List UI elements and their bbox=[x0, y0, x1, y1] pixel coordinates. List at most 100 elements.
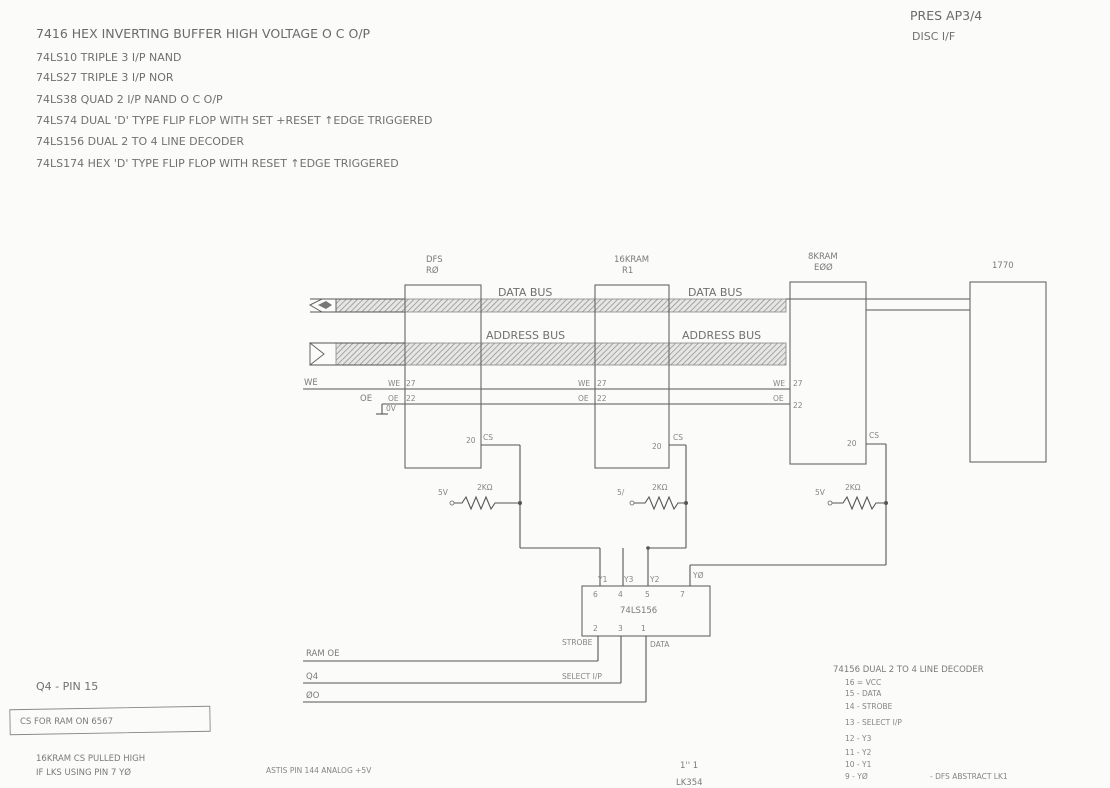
legend-item: 12 - Y3 bbox=[845, 734, 872, 743]
chip-16kram: 16KRAM R1 WE 27 OE 22 20 CS bbox=[578, 255, 683, 469]
astis-note: ASTIS PIN 144 ANALOG +5V bbox=[266, 766, 372, 775]
resistor-icon bbox=[454, 495, 518, 511]
header-notes: 7416 HEX INVERTING BUFFER HIGH VOLTAGE O… bbox=[36, 26, 432, 170]
resistor-label: 2KΩ bbox=[652, 483, 668, 492]
chip-id: EØØ bbox=[814, 262, 833, 273]
legend-item: 10 - Y1 bbox=[845, 760, 872, 769]
oe-label: OE bbox=[360, 394, 372, 404]
pin-label-oe: OE bbox=[388, 394, 399, 403]
terminal-icon bbox=[449, 500, 455, 506]
pin-number: 27 bbox=[406, 379, 416, 388]
pin-label-we: WE bbox=[773, 379, 785, 388]
output-label: Y1 bbox=[597, 575, 608, 584]
chip-1770-body bbox=[969, 281, 1047, 463]
chip-dfs-body bbox=[404, 284, 482, 469]
pin-label-oe: OE bbox=[578, 394, 589, 403]
phi0-label: ØO bbox=[306, 690, 320, 701]
pin-number: 22 bbox=[597, 394, 607, 403]
pin-number: 20 bbox=[466, 436, 476, 445]
legend-item: 16 = VCC bbox=[845, 678, 881, 687]
pin-label-oe: OE bbox=[773, 394, 784, 403]
chip-name: DFS bbox=[426, 255, 443, 265]
output-label: Y3 bbox=[623, 575, 634, 584]
chip-name: 8KRAM bbox=[808, 252, 838, 262]
q4-pin-note: Q4 - PIN 15 bbox=[36, 680, 98, 693]
pin-number: 5 bbox=[645, 590, 650, 599]
data-label: DATA bbox=[650, 640, 670, 649]
header-note: 74LS10 TRIPLE 3 I/P NAND bbox=[36, 51, 181, 64]
pin-number: 20 bbox=[847, 439, 857, 448]
legend-item: 14 - STROBE bbox=[845, 702, 893, 711]
legend-item: 11 - Y2 bbox=[845, 748, 872, 757]
chip-8kram: 8KRAM EØØ WE 27 OE 22 20 CS bbox=[773, 252, 879, 465]
header-note: 74LS156 DUAL 2 TO 4 LINE DECODER bbox=[36, 135, 244, 148]
supply-label: 5/ bbox=[617, 488, 625, 497]
address-bus: ADDRESS BUS ADDRESS BUS bbox=[309, 329, 787, 367]
output-label: YØ bbox=[692, 571, 704, 580]
pin-number: 3 bbox=[618, 624, 623, 633]
data-bus-label: DATA BUS bbox=[688, 286, 742, 299]
terminal-icon bbox=[827, 500, 833, 506]
select-label: SELECT I/P bbox=[562, 672, 602, 681]
data-bus: DATA BUS DATA BUS bbox=[308, 286, 970, 313]
pull-note: 16KRAM CS PULLED HIGH bbox=[36, 754, 145, 764]
terminal-icon bbox=[629, 500, 635, 506]
control-lines: WE OE 0V bbox=[303, 378, 790, 415]
resistor-label: 2KΩ bbox=[477, 483, 493, 492]
pin-number: 22 bbox=[793, 401, 803, 410]
cs-note: CS FOR RAM ON 6567 bbox=[20, 717, 113, 727]
bus-arrow-icon bbox=[309, 341, 325, 367]
supply-label: 5V bbox=[815, 488, 826, 497]
reference-mark: LK354 bbox=[676, 778, 703, 788]
pin-number: 20 bbox=[652, 442, 662, 451]
output-label: Y2 bbox=[649, 575, 660, 584]
pin-number: 6 bbox=[593, 590, 598, 599]
decoder-name: 74LS156 bbox=[620, 606, 657, 616]
pullup-resistor-3: 5V 2KΩ bbox=[815, 483, 888, 511]
pull-note: IF LKS USING PIN 7 YØ bbox=[36, 767, 131, 778]
address-bus-band bbox=[335, 342, 787, 366]
pin-number: 2 bbox=[593, 624, 598, 633]
supply-label: 5V bbox=[438, 488, 449, 497]
pin-number: 1 bbox=[641, 624, 646, 633]
reference-mark: 1'' 1 bbox=[680, 761, 698, 771]
data-bus-label: DATA BUS bbox=[498, 286, 552, 299]
pin-label-cs: CS bbox=[483, 433, 493, 442]
cs-note-box bbox=[9, 705, 211, 736]
legend-aside: - DFS ABSTRACT LK1 bbox=[930, 772, 1008, 781]
pullup-resistor-1: 5V 2KΩ bbox=[438, 483, 522, 511]
header-note: 74LS174 HEX 'D' TYPE FLIP FLOP WITH RESE… bbox=[36, 157, 399, 170]
pin-legend: 74156 DUAL 2 TO 4 LINE DECODER 16 = VCC … bbox=[833, 665, 1008, 781]
header-note: 74LS74 DUAL 'D' TYPE FLIP FLOP WITH SET … bbox=[36, 114, 432, 127]
resistor-icon bbox=[634, 495, 684, 511]
address-bus-label: ADDRESS BUS bbox=[486, 329, 565, 342]
pin-label-cs: CS bbox=[673, 433, 683, 442]
we-label: WE bbox=[304, 378, 318, 388]
legend-item: 15 - DATA bbox=[845, 689, 882, 698]
legend-title: 74156 DUAL 2 TO 4 LINE DECODER bbox=[833, 665, 984, 675]
legend-item: 13 - SELECT I/P bbox=[845, 718, 902, 727]
header-note: 74LS38 QUAD 2 I/P NAND O C O/P bbox=[36, 93, 223, 106]
chip-1770: 1770 bbox=[969, 261, 1047, 463]
title-block: PRES AP3/4 DISC I/F bbox=[910, 8, 982, 43]
resistor-icon bbox=[832, 495, 884, 511]
pin-number: 27 bbox=[793, 379, 803, 388]
pin-label-we: WE bbox=[578, 379, 590, 388]
chip-select-wiring bbox=[481, 443, 887, 586]
pin-label-cs: CS bbox=[869, 431, 879, 440]
pin-number: 4 bbox=[618, 590, 623, 599]
decoder-74ls156: 74LS156 6 4 5 7 Y1 Y3 Y2 YØ 2 3 1 bbox=[581, 571, 711, 637]
bus-arrow-icon bbox=[318, 301, 332, 309]
chip-name: 16KRAM bbox=[614, 255, 649, 265]
header-note: 74LS27 TRIPLE 3 I/P NOR bbox=[36, 71, 174, 84]
title-line: PRES AP3/4 bbox=[910, 8, 982, 23]
chip-16kram-body bbox=[594, 284, 670, 469]
chip-id: RØ bbox=[426, 265, 439, 276]
zero-volt-label: 0V bbox=[386, 404, 397, 413]
chip-8kram-body bbox=[789, 281, 867, 465]
q4-label: Q4 bbox=[306, 672, 318, 682]
title-line: DISC I/F bbox=[912, 30, 955, 43]
pin-number: 7 bbox=[680, 590, 685, 599]
decoder-inputs: STROBE DATA SELECT I/P RAM OE Q4 ØO bbox=[303, 636, 670, 703]
